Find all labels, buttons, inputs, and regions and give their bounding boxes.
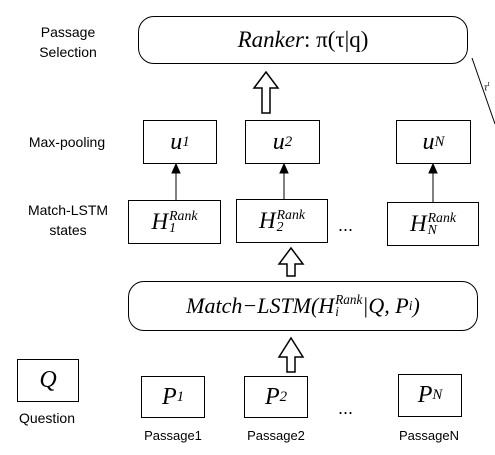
state-ellipsis: ... [338,215,354,235]
passage-ellipsis: ... [338,398,354,418]
passage-label-2: Passage2 [247,428,305,443]
ranker-box: Ranker : π(τ|q) [138,16,468,64]
question-box: Q [17,359,79,402]
output-edge [471,57,495,125]
match-lstm-states-label: Match-LSTM states [27,202,109,238]
passage-label-1: Passage1 [144,428,202,443]
max-pooling-label: Max-pooling [28,134,106,150]
ranker-formula: : π(τ|q) [304,27,369,52]
edge-label: τt [484,80,490,94]
thin-arrows [171,162,438,202]
hollow-arrow-pooled-to-ranker [252,70,280,114]
hollow-arrow-passages-to-lstm [277,336,305,373]
passage-label-n: PassageN [399,428,459,443]
passage-selection-label: Passage Selection [39,24,97,60]
ranker-name: Ranker [237,27,304,52]
question-label: Question [18,410,76,426]
hollow-arrow-lstm-to-states [277,246,305,277]
